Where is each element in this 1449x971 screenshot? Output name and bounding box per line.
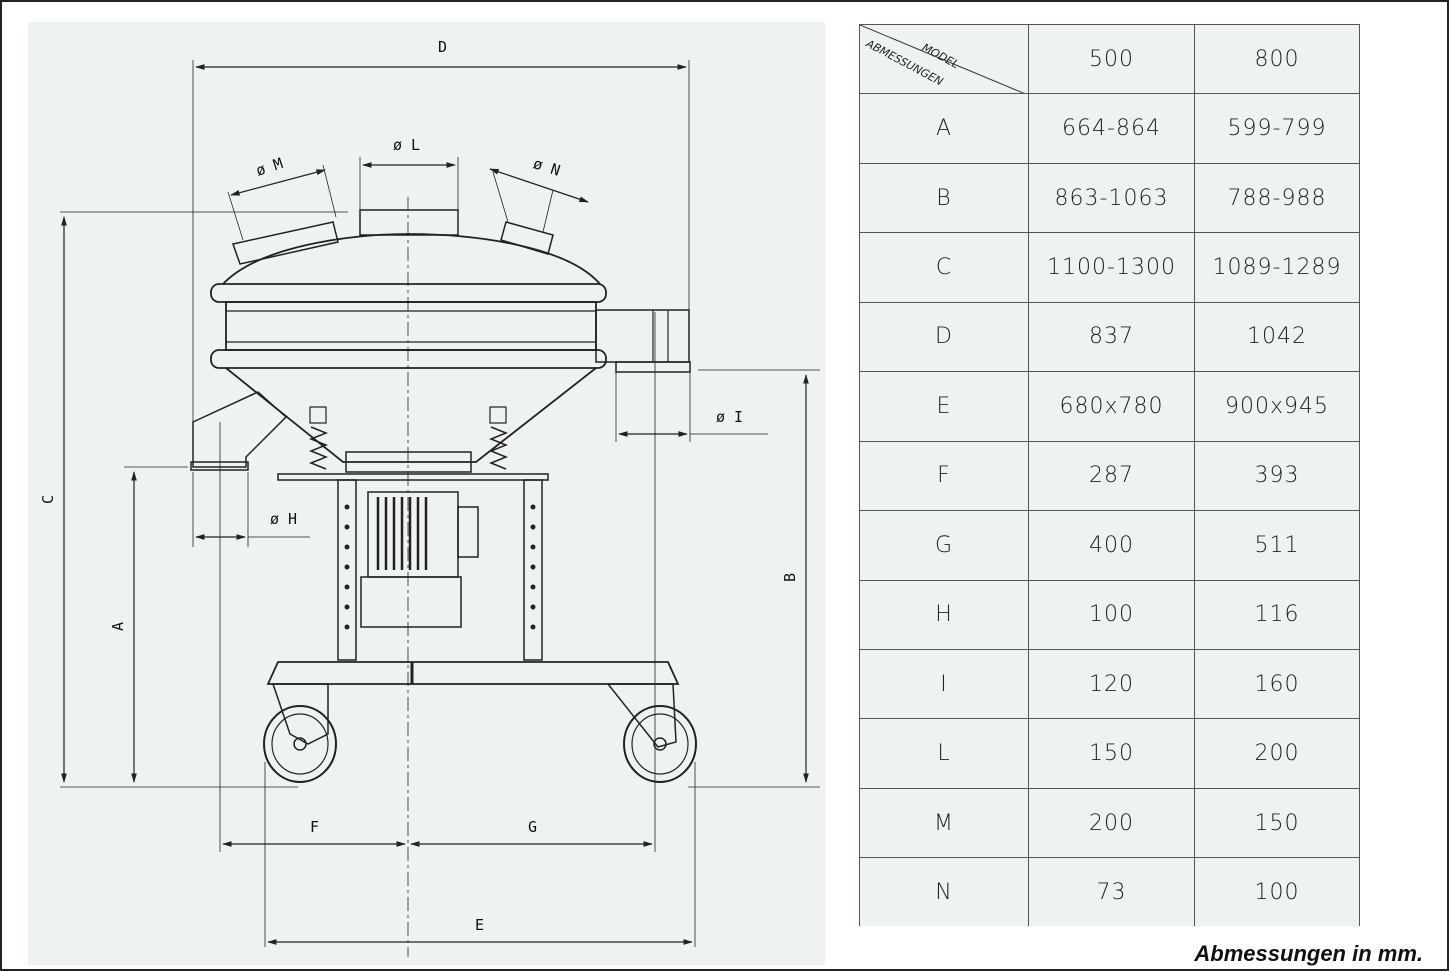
row-value-800: 599-799 bbox=[1194, 93, 1360, 164]
row-value-800: 393 bbox=[1194, 440, 1360, 512]
row-value-500: 150 bbox=[1028, 718, 1195, 789]
row-value-500: 400 bbox=[1028, 510, 1195, 581]
row-value-800: 511 bbox=[1194, 510, 1360, 581]
dim-label-i: ø I bbox=[716, 408, 744, 426]
row-dim-label: A bbox=[859, 93, 1029, 164]
row-dim-label: G bbox=[859, 510, 1029, 581]
row-dim-label: D bbox=[859, 301, 1029, 373]
row-value-800: 150 bbox=[1194, 787, 1360, 859]
row-dim-label: F bbox=[859, 440, 1029, 512]
row-dim-label: N bbox=[859, 857, 1029, 926]
table-row: E 680x780 900x945 bbox=[859, 371, 1360, 442]
table-row: C 1100-1300 1089-1289 bbox=[859, 232, 1360, 303]
header-model-500: 500 bbox=[1028, 23, 1195, 95]
dim-label-a: A bbox=[109, 621, 128, 632]
table-row: B 863-1063 788-988 bbox=[859, 162, 1360, 234]
row-value-800: 100 bbox=[1194, 857, 1360, 926]
row-dim-label: H bbox=[859, 579, 1029, 650]
table-corner-cell: MODEL ABMESSUNGEN bbox=[859, 23, 1029, 95]
dim-label-e: E bbox=[475, 916, 485, 934]
table-row: M 200 150 bbox=[859, 787, 1360, 859]
row-value-500: 680x780 bbox=[1028, 371, 1195, 442]
row-dim-label: I bbox=[859, 648, 1029, 720]
table-row: I 120 160 bbox=[859, 648, 1360, 720]
row-value-500: 100 bbox=[1028, 579, 1195, 650]
row-value-500: 837 bbox=[1028, 301, 1195, 373]
row-dim-label: C bbox=[859, 232, 1029, 303]
table-row: H 100 116 bbox=[859, 579, 1360, 650]
row-value-800: 788-988 bbox=[1194, 162, 1360, 234]
table-row: D 837 1042 bbox=[859, 301, 1360, 373]
row-value-500: 200 bbox=[1028, 787, 1195, 859]
dim-label-h: ø H bbox=[270, 510, 298, 528]
technical-drawing: D ø L ø M ø N ø I ø H C A B F G E bbox=[28, 22, 825, 965]
dim-label-b: B bbox=[781, 572, 800, 583]
row-value-500: 287 bbox=[1028, 440, 1195, 512]
row-value-500: 664-864 bbox=[1028, 93, 1195, 164]
row-value-800: 116 bbox=[1194, 579, 1360, 650]
row-value-800: 200 bbox=[1194, 718, 1360, 789]
diagonal-divider bbox=[860, 25, 1025, 93]
dim-label-c: C bbox=[39, 494, 58, 505]
row-value-800: 160 bbox=[1194, 648, 1360, 720]
dimensions-table: MODEL ABMESSUNGEN 500 800 A 664-864 599-… bbox=[859, 23, 1360, 926]
dim-label-l: ø L bbox=[393, 136, 421, 154]
row-value-500: 863-1063 bbox=[1028, 162, 1195, 234]
table-row: F 287 393 bbox=[859, 440, 1360, 512]
row-dim-label: B bbox=[859, 162, 1029, 234]
sieve-machine-drawing bbox=[60, 60, 820, 957]
table-row: N 73 100 bbox=[859, 857, 1360, 926]
row-dim-label: E bbox=[859, 371, 1029, 442]
table-row: G 400 511 bbox=[859, 510, 1360, 581]
header-model-800: 800 bbox=[1194, 23, 1360, 95]
row-value-500: 73 bbox=[1028, 857, 1195, 926]
row-value-800: 900x945 bbox=[1194, 371, 1360, 442]
dim-label-g: G bbox=[528, 818, 538, 836]
dim-label-d: D bbox=[438, 38, 448, 56]
row-value-500: 120 bbox=[1028, 648, 1195, 720]
row-value-800: 1042 bbox=[1194, 301, 1360, 373]
table-row: A 664-864 599-799 bbox=[859, 93, 1360, 164]
table-header-row: MODEL ABMESSUNGEN 500 800 bbox=[859, 23, 1360, 95]
row-dim-label: L bbox=[859, 718, 1029, 789]
units-footnote: Abmessungen in mm. bbox=[1194, 941, 1423, 966]
row-dim-label: M bbox=[859, 787, 1029, 859]
row-value-500: 1100-1300 bbox=[1028, 232, 1195, 303]
dim-label-f: F bbox=[310, 818, 320, 836]
dimensions-table-wrapper: MODEL ABMESSUNGEN 500 800 A 664-864 599-… bbox=[859, 23, 1360, 926]
row-value-800: 1089-1289 bbox=[1194, 232, 1360, 303]
table-row: L 150 200 bbox=[859, 718, 1360, 789]
